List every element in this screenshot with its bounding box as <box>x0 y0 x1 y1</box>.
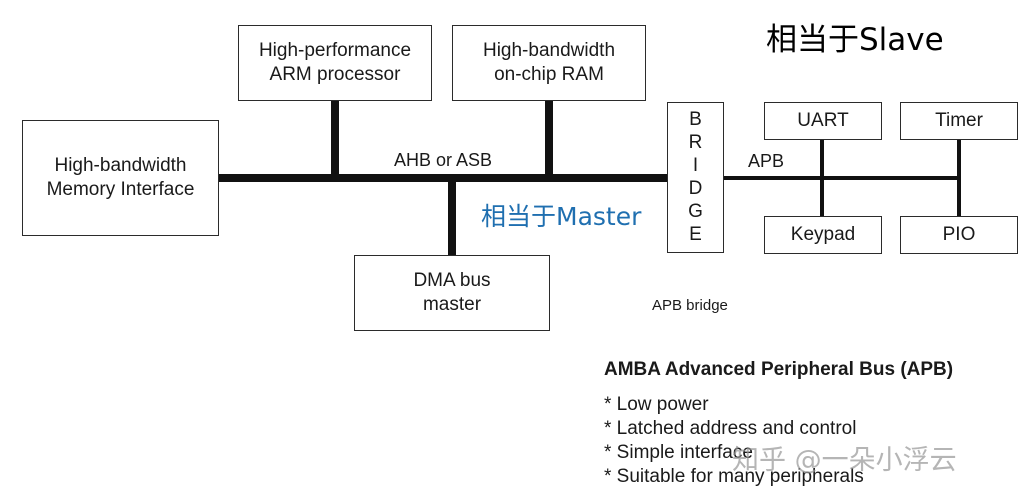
pio-box: PIO <box>900 216 1018 254</box>
bridge-letter: I <box>692 155 699 176</box>
dma-bus-master-box: DMA bus master <box>354 255 550 331</box>
slave-annotation: 相当于Slave <box>766 22 944 58</box>
on-chip-ram-box: High-bandwidth on-chip RAM <box>452 25 646 101</box>
apb-bus-label: APB <box>748 151 785 171</box>
watermark: 知乎 @一朵小浮云 <box>732 445 957 476</box>
dma-bus-connector <box>448 180 456 256</box>
list-item: * Simple interface <box>604 442 753 463</box>
bridge-letter: B <box>689 109 702 130</box>
bridge-letter: E <box>689 224 702 245</box>
keypad-box: Keypad <box>764 216 882 254</box>
list-item: * Latched address and control <box>604 418 857 439</box>
apb-feature-list: * Low power * Latched address and contro… <box>604 393 864 489</box>
master-annotation: 相当于Master <box>481 202 642 231</box>
uart-keypad-connector <box>820 138 824 218</box>
ahb-bus-line <box>218 174 669 182</box>
list-item: * Low power <box>604 394 709 415</box>
ram-bus-connector <box>545 100 553 176</box>
apb-bus-line <box>723 176 961 180</box>
bridge-box: B R I D G E <box>667 102 724 253</box>
bridge-letter: R <box>688 132 703 153</box>
apb-bridge-label: APB bridge <box>652 297 728 314</box>
list-item: * Suitable for many peripherals <box>604 466 864 487</box>
bridge-letter: G <box>688 201 703 222</box>
arm-bus-connector <box>331 100 339 176</box>
timer-box: Timer <box>900 102 1018 140</box>
ahb-bus-label: AHB or ASB <box>394 150 493 170</box>
memory-interface-box: High-bandwidth Memory Interface <box>22 120 219 236</box>
timer-pio-connector <box>957 138 961 218</box>
bridge-letter: D <box>688 178 703 199</box>
arm-processor-box: High-performance ARM processor <box>238 25 432 101</box>
apb-description-title: AMBA Advanced Peripheral Bus (APB) <box>604 359 954 380</box>
uart-box: UART <box>764 102 882 140</box>
